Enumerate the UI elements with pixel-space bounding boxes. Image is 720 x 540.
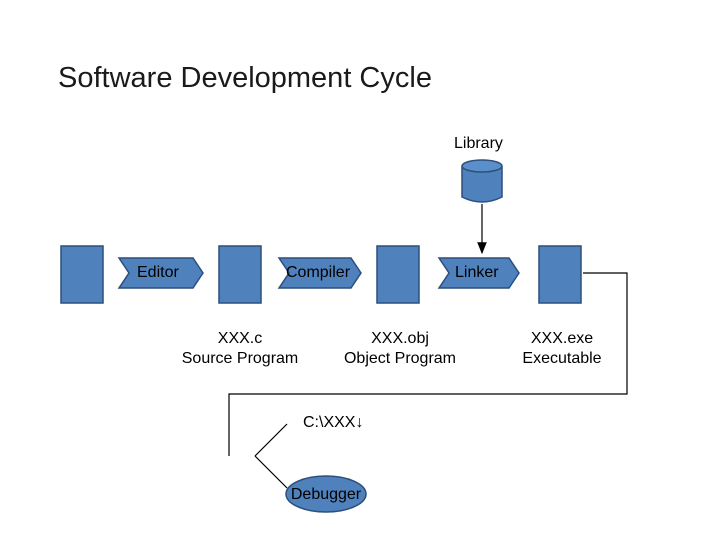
run-command-label: C:\XXX↓ (303, 414, 364, 431)
exec-file-name: XXX.exe (530, 330, 594, 347)
object-file-desc: Object Program (343, 350, 457, 367)
source-file-name: XXX.c (217, 330, 263, 347)
start-file-box (60, 245, 104, 304)
exec-file-desc: Executable (522, 350, 602, 367)
editor-arrow-shape (117, 257, 204, 289)
compiler-arrow-shape (277, 257, 362, 289)
linker-label: Linker (455, 264, 499, 281)
source-file-box (218, 245, 262, 304)
linker-arrow-shape (437, 257, 520, 289)
debugger-ellipse (285, 475, 367, 513)
object-file-box (376, 245, 420, 304)
branch-down-line (254, 455, 288, 489)
branch-up-line (254, 423, 288, 457)
library-database-icon (461, 159, 503, 203)
feedback-loop-line (228, 272, 628, 456)
slide-title: Software Development Cycle (58, 62, 432, 94)
debugger-label: Debugger (290, 486, 362, 503)
source-file-desc: Source Program (181, 350, 299, 367)
executable-file-box (538, 245, 582, 304)
library-label: Library (454, 135, 503, 152)
object-file-name: XXX.obj (371, 330, 429, 347)
editor-label: Editor (137, 264, 179, 281)
compiler-label: Compiler (286, 264, 351, 281)
